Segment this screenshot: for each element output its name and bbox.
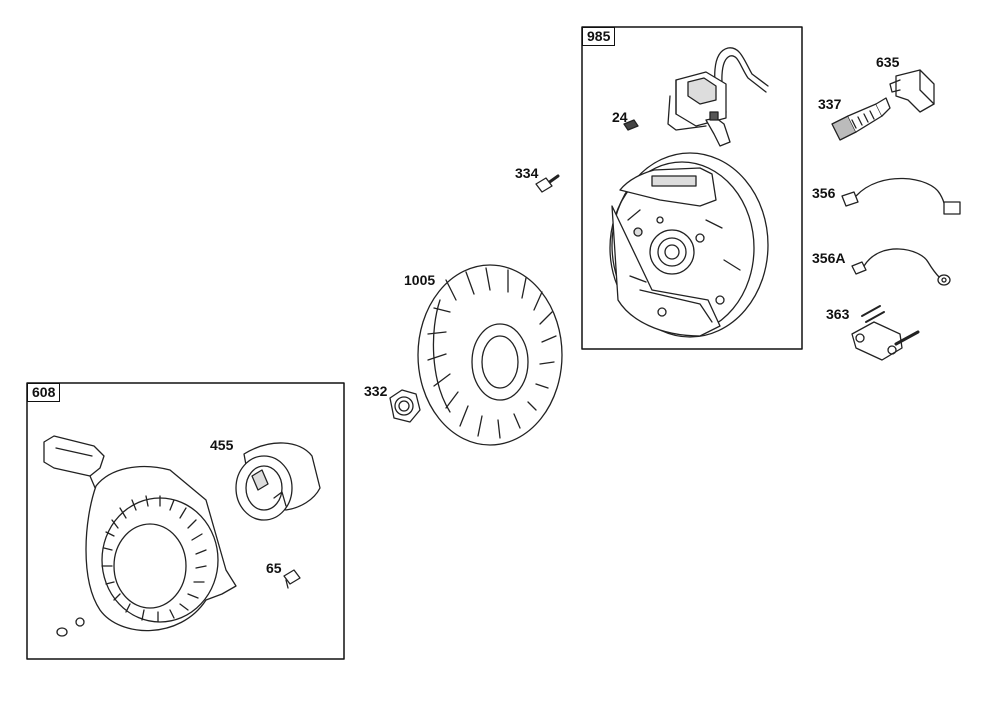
fan-drawing [417,264,563,446]
part-label-455: 455 [210,437,234,453]
group-label-608: 608 [27,383,61,402]
part-label-1005: 1005 [404,272,436,288]
bracket-drawing [851,305,920,361]
part-label-363: 363 [826,306,850,322]
spark-plug-boot-drawing [889,69,935,113]
ignition-screw-drawing [535,174,560,193]
group-box-985 [581,26,803,350]
part-label-65: 65 [266,560,282,576]
part-label-24: 24 [612,109,628,125]
part-label-332: 332 [364,383,388,399]
group-label-985: 985 [582,27,616,46]
part-label-337: 337 [818,96,842,112]
recoil-starter-drawing [43,435,237,637]
starter-screw-drawing [283,569,301,589]
part-label-334: 334 [515,165,539,181]
flywheel-nut-drawing [389,389,421,423]
ground-wire-drawing [841,177,961,215]
starter-cup-drawing [235,442,321,521]
part-label-356A: 356A [812,250,846,266]
ignition-coil-drawing [667,47,769,147]
flywheel-key-drawing [623,119,639,131]
ground-wire-ring-drawing [851,248,951,286]
flywheel-drawing [609,152,769,338]
part-label-635: 635 [876,54,900,70]
part-label-356: 356 [812,185,836,201]
group-box-608 [26,382,345,660]
spark-plug-drawing [831,97,891,141]
